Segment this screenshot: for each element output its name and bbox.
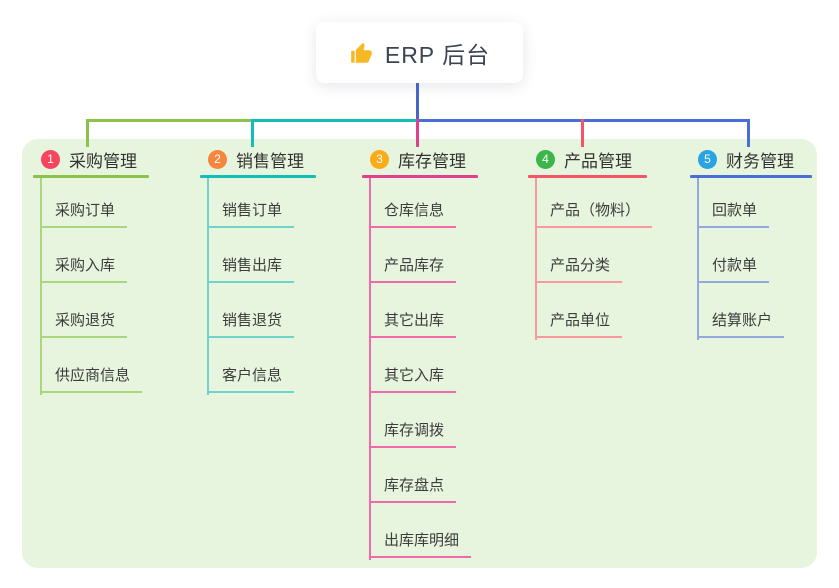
branch-item[interactable]: 出库库明细 bbox=[369, 531, 472, 558]
branch-采购管理: 1 采购管理采购订单采购入库采购退货供应商信息 bbox=[33, 146, 149, 395]
branch-header[interactable]: 2 销售管理 bbox=[200, 146, 316, 172]
branch-item[interactable]: 采购退货 bbox=[40, 311, 128, 338]
branch-number-badge: 1 bbox=[41, 149, 60, 169]
branch-number-badge: 4 bbox=[536, 149, 555, 169]
branch-item[interactable]: 客户信息 bbox=[207, 366, 295, 393]
branch-underline bbox=[690, 175, 812, 178]
branch-label: 财务管理 bbox=[726, 151, 794, 171]
branch-item[interactable]: 其它出库 bbox=[369, 311, 457, 338]
branch-item[interactable]: 库存盘点 bbox=[369, 476, 457, 503]
branch-underline bbox=[200, 175, 316, 178]
branch-产品管理: 4 产品管理产品（物料） 产品分类产品单位 bbox=[528, 146, 653, 340]
branch-item[interactable]: 销售退货 bbox=[207, 311, 295, 338]
root-node[interactable]: ERP 后台 bbox=[316, 22, 523, 83]
branch-item[interactable]: 采购入库 bbox=[40, 256, 128, 283]
branch-drop-line bbox=[581, 119, 584, 147]
branch-drop-line bbox=[251, 119, 254, 147]
branch-label: 采购管理 bbox=[69, 151, 137, 171]
branch-item[interactable]: 供应商信息 bbox=[40, 366, 143, 393]
branch-spine-line bbox=[207, 178, 209, 395]
branch-header[interactable]: 3 库存管理 bbox=[362, 146, 478, 172]
branch-drop-line bbox=[416, 119, 419, 147]
branch-drop-line bbox=[747, 119, 750, 147]
branch-item[interactable]: 销售出库 bbox=[207, 256, 295, 283]
branch-item[interactable]: 库存调拨 bbox=[369, 421, 457, 448]
branch-number-badge: 5 bbox=[698, 149, 717, 169]
branch-label: 产品管理 bbox=[564, 151, 632, 171]
branch-spine-line bbox=[535, 178, 537, 340]
branch-item[interactable]: 仓库信息 bbox=[369, 201, 457, 228]
root-label: ERP 后台 bbox=[384, 41, 491, 68]
branch-item[interactable]: 销售订单 bbox=[207, 201, 295, 228]
branch-number-badge: 3 bbox=[370, 149, 389, 169]
branch-underline bbox=[33, 175, 149, 178]
root-stem-line bbox=[416, 83, 419, 119]
branch-header[interactable]: 5 财务管理 bbox=[690, 146, 812, 172]
branch-drop-line bbox=[86, 119, 89, 147]
branches-panel bbox=[22, 139, 817, 568]
branch-spine-line bbox=[369, 178, 371, 560]
bus-segment-2 bbox=[251, 119, 418, 122]
branch-label: 销售管理 bbox=[236, 151, 304, 171]
branch-item[interactable]: 产品分类 bbox=[535, 256, 623, 283]
branch-label: 库存管理 bbox=[398, 151, 466, 171]
branch-财务管理: 5 财务管理回款单付款单结算账户 bbox=[690, 146, 812, 340]
branch-item[interactable]: 产品库存 bbox=[369, 256, 457, 283]
branch-item[interactable]: 付款单 bbox=[697, 256, 770, 283]
branch-item[interactable]: 回款单 bbox=[697, 201, 770, 228]
branch-item[interactable]: 采购订单 bbox=[40, 201, 128, 228]
branch-销售管理: 2 销售管理销售订单销售出库销售退货客户信息 bbox=[200, 146, 316, 395]
branch-number-badge: 2 bbox=[208, 149, 227, 169]
branch-header[interactable]: 1 采购管理 bbox=[33, 146, 149, 172]
thumbs-up-icon bbox=[349, 40, 375, 66]
bus-segment-1 bbox=[86, 119, 253, 122]
branch-spine-line bbox=[40, 178, 42, 395]
branch-header[interactable]: 4 产品管理 bbox=[528, 146, 647, 172]
branch-item[interactable]: 结算账户 bbox=[697, 311, 785, 338]
branch-item[interactable]: 产品（物料） bbox=[535, 201, 653, 228]
branch-item[interactable]: 产品单位 bbox=[535, 311, 623, 338]
branch-underline bbox=[362, 175, 478, 178]
branch-underline bbox=[528, 175, 647, 178]
branch-库存管理: 3 库存管理仓库信息产品库存其它出库其它入库库存调拨库存盘点出库库明细 bbox=[362, 146, 478, 560]
branch-spine-line bbox=[697, 178, 699, 340]
branch-item[interactable]: 其它入库 bbox=[369, 366, 457, 393]
